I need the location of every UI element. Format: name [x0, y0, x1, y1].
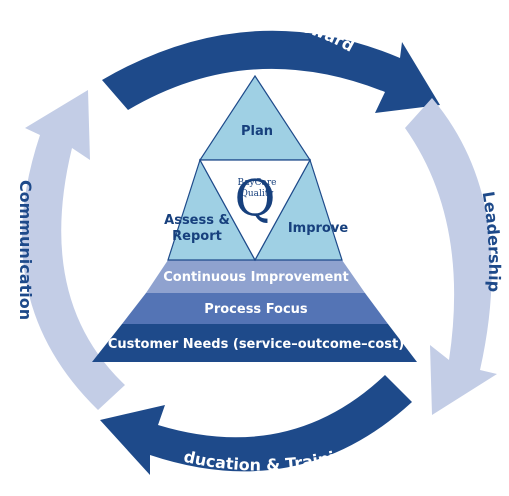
label-communication: Communication [16, 180, 35, 320]
logo-q-letter: Q [235, 169, 276, 227]
label-process-focus: Process Focus [204, 302, 308, 317]
logo-line2: Quality [241, 189, 275, 199]
band-continuous-improvement [146, 260, 365, 293]
triangle-center [198, 159, 312, 262]
baycare-quality-logo: Q BayCare Quality [235, 169, 277, 227]
arrow-leadership: Leadership [405, 98, 504, 415]
label-continuous-improvement: Continuous Improvement [163, 270, 349, 285]
label-plan: Plan [241, 124, 273, 139]
arrow-communication: Communication [16, 90, 125, 410]
band-process-focus [122, 293, 388, 324]
label-assess-line2: Report [172, 229, 222, 244]
triangle-plan [198, 74, 312, 161]
band-customer-needs [92, 324, 417, 362]
label-improve: Improve [288, 221, 349, 236]
logo-line1: BayCare [238, 178, 277, 188]
pyramid: Plan Assess & Report Improve Q BayCare Q… [92, 74, 417, 362]
label-customer-needs: Customer Needs (service–outcome–cost) [108, 337, 404, 352]
arrow-recognition-reward: Recognition & Reward [102, 10, 440, 114]
label-assess-line1: Assess & [164, 213, 230, 228]
